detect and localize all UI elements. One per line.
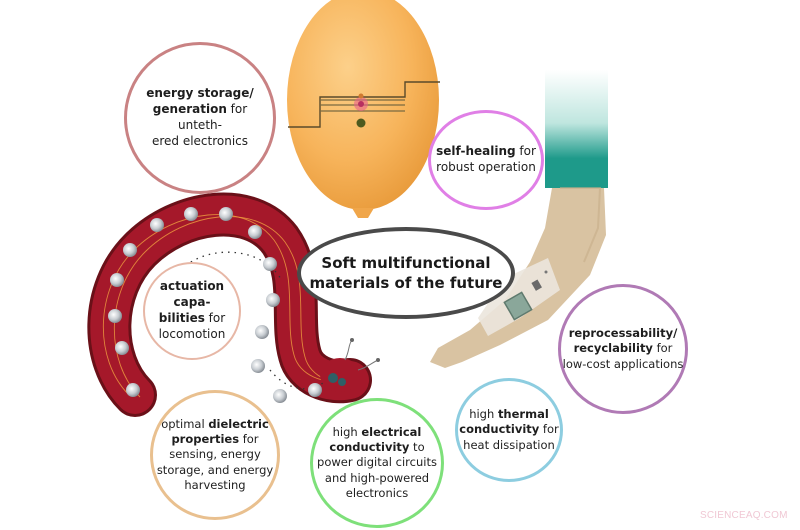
self-healing-bold: self-healing (436, 144, 516, 159)
electrical-text-4: and high-powered (324, 470, 430, 485)
electrical-text-3: power digital circuits (317, 455, 437, 470)
thermal-text: high (469, 407, 498, 422)
electrical-bold-2: conductivity (329, 440, 410, 455)
dielectric-text-5: harvesting (184, 477, 246, 492)
self-healing-text-2: robust operation (436, 160, 536, 174)
bubble-dielectric: optimal dielectric properties for sensin… (150, 390, 280, 520)
dielectric-bold-2: properties (171, 432, 240, 447)
balloon-illustration (287, 0, 440, 218)
self-healing-text: for (515, 144, 536, 159)
thermal-bold: thermal (497, 407, 549, 422)
energy-label-text: for unteth- (178, 102, 248, 132)
recyclability-bold: recyclability (573, 341, 653, 356)
energy-label-bold-2: generation (152, 102, 227, 117)
actuation-bold: actuation capa- (159, 279, 225, 310)
arm-illustration (430, 70, 608, 368)
watermark: SCIENCEAQ.COM (700, 510, 788, 521)
center-title-line1: Soft multifunctional (321, 253, 491, 272)
electrical-text-5: electronics (345, 485, 409, 500)
electrical-bold: electrical (361, 425, 422, 440)
electrical-text-2: to (409, 440, 425, 455)
reprocessability-text: for (652, 341, 673, 356)
actuation-text-2: locomotion (158, 326, 226, 341)
energy-label-text-2: ered electronics (151, 133, 249, 148)
bubble-reprocessability: reprocessability/ recyclability for low-… (558, 284, 688, 414)
reprocessability-bold: reprocessability/ (568, 326, 678, 341)
thermal-text-3: heat dissipation (463, 437, 555, 452)
reprocessability-text-2: low-cost applications (562, 356, 684, 371)
dielectric-text: optimal (161, 417, 209, 432)
thermal-bold-2: conductivity (459, 422, 540, 437)
electrical-text: high (332, 425, 362, 440)
dielectric-text-4: storage, and energy (156, 462, 274, 477)
center-title-oval: Soft multifunctional materials of the fu… (297, 227, 515, 319)
bubble-energy-storage: energy storage/ generation for unteth- e… (124, 42, 276, 194)
actuation-text: for (204, 311, 226, 325)
bubble-thermal: high thermal conductivity for heat dissi… (455, 378, 563, 482)
actuation-bold-2: bilities (158, 311, 205, 325)
thermal-text-2: for (539, 422, 559, 437)
bubble-self-healing: self-healing for robust operation (428, 110, 544, 210)
dielectric-bold: dielectric (208, 417, 269, 432)
dielectric-text-2: for (239, 432, 259, 447)
center-title-line2: materials of the future (309, 274, 503, 292)
dielectric-text-3: sensing, energy (169, 447, 261, 462)
bubble-actuation: actuation capa- bilities for locomotion (143, 262, 241, 360)
energy-label-bold: energy storage/ (146, 86, 254, 101)
bubble-electrical: high electrical conductivity to power di… (310, 398, 444, 528)
soft-robot-illustration (87, 192, 380, 417)
